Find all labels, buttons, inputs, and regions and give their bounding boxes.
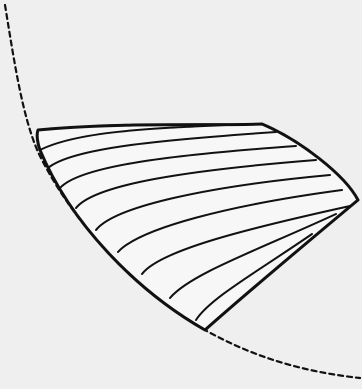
wedge-drawing (0, 0, 362, 389)
figure-canvas (0, 0, 362, 389)
